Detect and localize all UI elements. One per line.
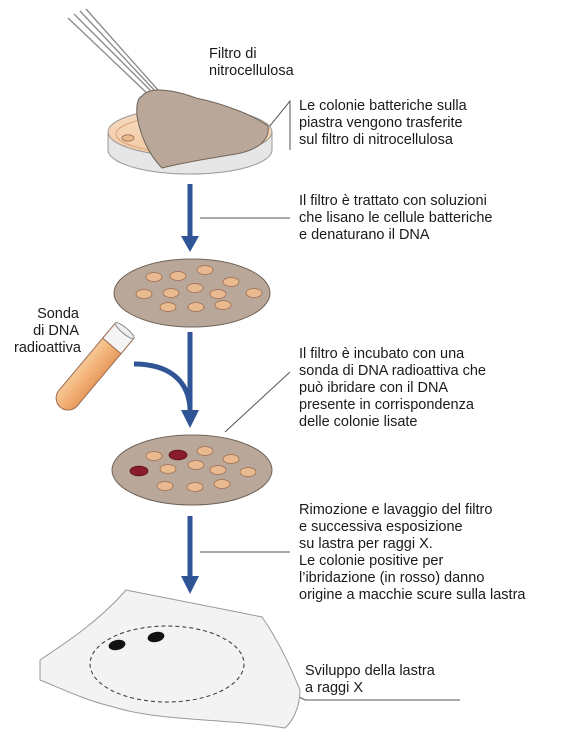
nitrocellulose-filter xyxy=(136,89,269,169)
probe-label: Sonda di DNA radioattiva xyxy=(14,306,81,356)
arrow-1-icon xyxy=(181,184,199,252)
hybridized-filter-disk xyxy=(111,434,273,506)
step4-label: Rimozione e lavaggio del filtro e succes… xyxy=(299,502,526,603)
x-ray-film xyxy=(39,589,301,729)
positive-colony xyxy=(168,449,188,461)
dark-spot xyxy=(147,631,165,643)
step2-label: Il filtro è trattato con soluzioni che l… xyxy=(299,193,493,243)
step1-label: Le colonie batteriche sulla piastra veng… xyxy=(299,98,467,148)
test-tube-icon xyxy=(55,322,135,411)
filter-label: Filtro di nitrocellulosa xyxy=(209,46,294,79)
positive-colony xyxy=(129,465,149,477)
forceps-icon xyxy=(67,8,159,97)
arrow-3-icon xyxy=(181,516,199,594)
lysed-filter-disk xyxy=(113,258,271,328)
arrow-2-icon xyxy=(133,332,199,428)
step5-label: Sviluppo della lastra a raggi X xyxy=(305,663,435,696)
step3-label: Il filtro è incubato con una sonda di DN… xyxy=(299,346,486,430)
dark-spot xyxy=(108,639,126,651)
